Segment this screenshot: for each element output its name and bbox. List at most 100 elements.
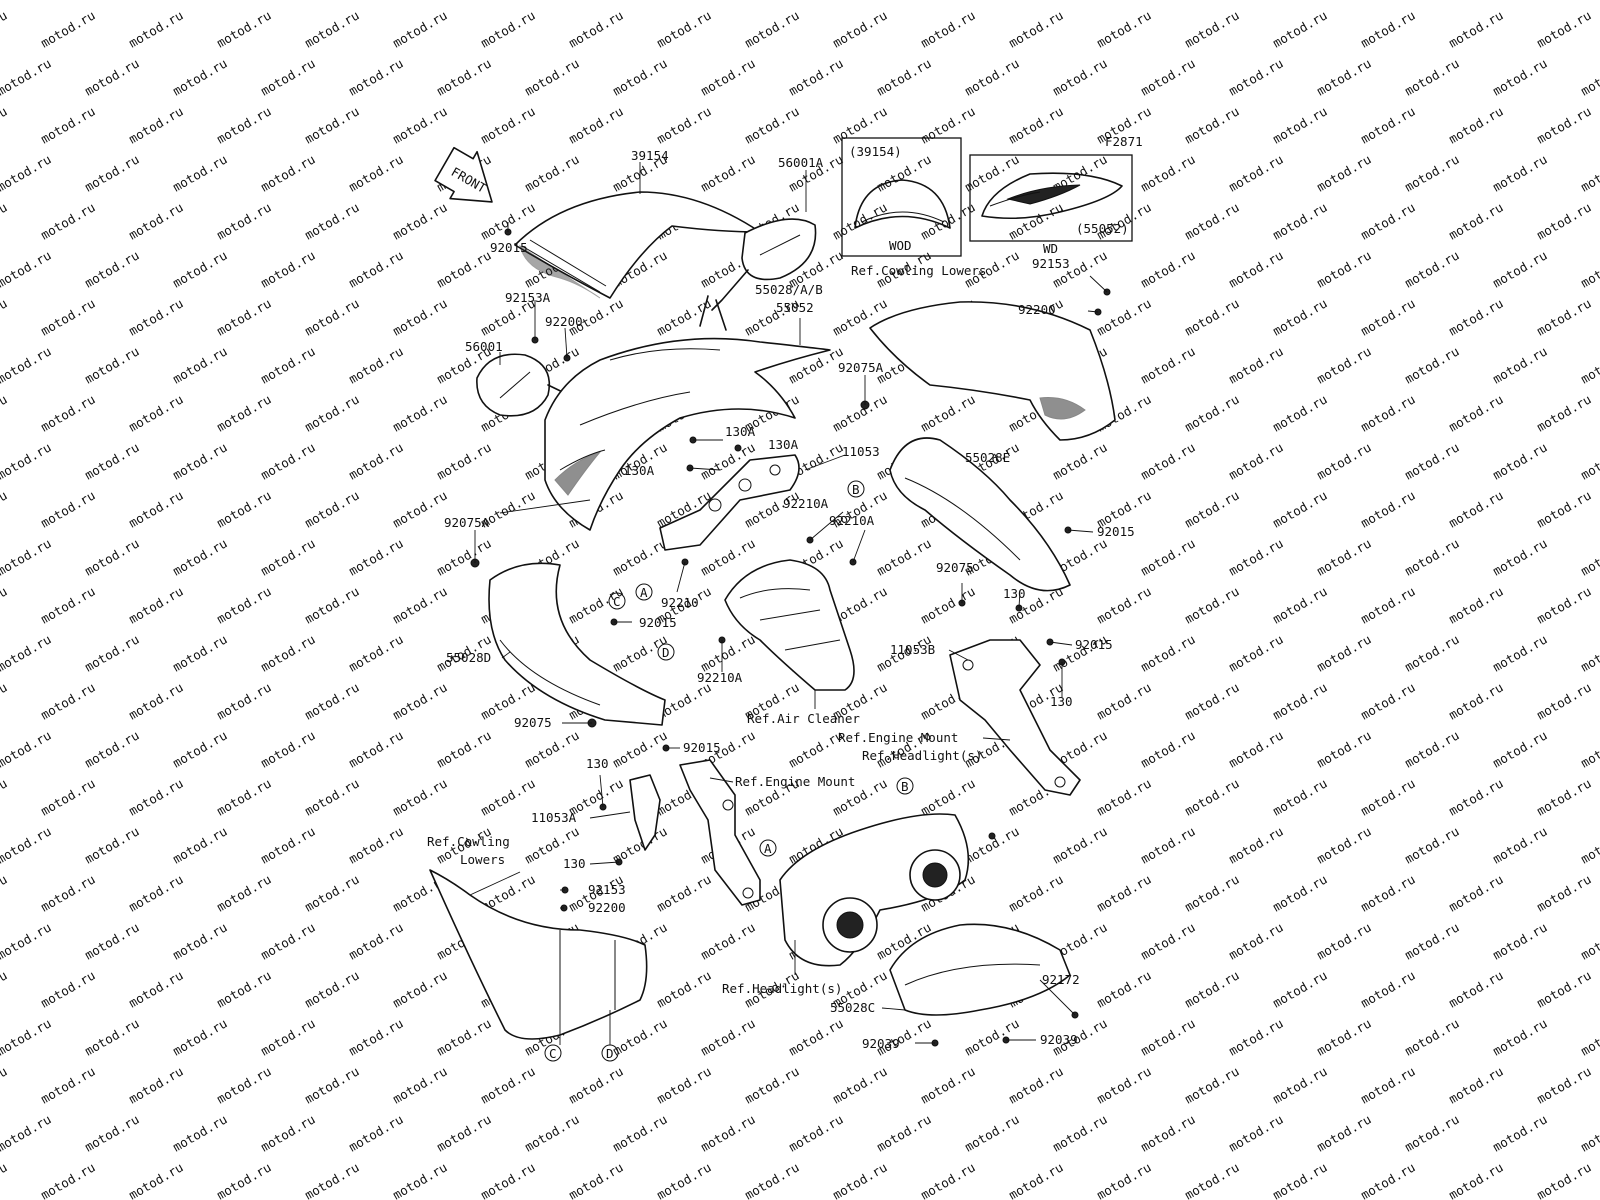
watermark-text: motod.ru [1270,103,1330,146]
watermark-text: motod.ru [522,0,582,3]
watermark-text: motod.ru [170,535,230,578]
watermark-text: motod.ru [214,199,274,242]
watermark-text: motod.ru [1534,775,1594,818]
watermark-text: motod.ru [1534,199,1594,242]
watermark-text: motod.ru [962,1111,1022,1154]
watermark-text: motod.ru [962,151,1022,194]
watermark-text: motod.ru [38,7,98,50]
watermark-text: motod.ru [1226,439,1286,482]
label-ref-engine-mount: Ref.Engine Mount [735,774,855,789]
watermark-text: motod.ru [1314,247,1374,290]
watermark-text: motod.ru [0,0,54,3]
watermark-text: motod.ru [434,727,494,770]
label-92075: 92075 [936,560,974,575]
watermark-text: motod.ru [258,535,318,578]
watermark-text: motod.ru [1578,727,1600,770]
watermark-text: motod.ru [0,967,10,1010]
watermark-text: motod.ru [0,199,10,242]
watermark-text: motod.ru [434,535,494,578]
watermark-text: motod.ru [346,0,406,3]
watermark-text: motod.ru [214,487,274,530]
watermark-text: motod.ru [1138,151,1198,194]
watermark-text: motod.ru [1490,535,1550,578]
watermark-text: motod.ru [390,679,450,722]
watermark-text: motod.ru [1446,871,1506,914]
label-55052: 55052 [776,300,814,315]
watermark-text: motod.ru [1534,679,1594,722]
watermark-text: motod.ru [610,1015,670,1058]
watermark-text: motod.ru [390,391,450,434]
watermark-text: motod.ru [610,727,670,770]
label-92200: 92200 [588,900,626,915]
watermark-text: motod.ru [1006,7,1066,50]
watermark-text: motod.ru [1050,55,1110,98]
watermark-text: motod.ru [610,535,670,578]
watermark-text: motod.ru [1314,919,1374,962]
watermark-text: motod.ru [1402,919,1462,962]
label-56001: 56001 [465,339,503,354]
watermark-text: motod.ru [1578,439,1600,482]
watermark-text: motod.ru [830,103,890,146]
label-55028d: 55028D [446,650,491,665]
watermark-text: motod.ru [170,0,230,3]
watermark-text: motod.ru [1578,151,1600,194]
watermark-text: motod.ru [0,919,54,962]
label-92200: 92200 [1018,302,1056,317]
watermark-text: motod.ru [0,439,54,482]
watermark-text: motod.ru [1138,1111,1198,1154]
watermark-text: motod.ru [1138,247,1198,290]
watermark-text: motod.ru [1578,0,1600,3]
watermark-text: motod.ru [126,199,186,242]
label-ref-air-cleaner: Ref.Air Cleaner [747,711,860,726]
watermark-text: motod.ru [1490,439,1550,482]
watermark-text: motod.ru [1358,871,1418,914]
watermark-text: motod.ru [698,631,758,674]
watermark-text: motod.ru [1270,679,1330,722]
watermark-text: motod.ru [82,727,142,770]
watermark-text: motod.ru [1490,247,1550,290]
watermark-text: motod.ru [126,967,186,1010]
watermark-text: motod.ru [1578,823,1600,866]
watermark-text: motod.ru [1270,775,1330,818]
watermark-text: motod.ru [1182,967,1242,1010]
watermark-text: motod.ru [38,775,98,818]
watermark-text: motod.ru [654,871,714,914]
svg-text:D: D [606,1046,614,1061]
stay-bracket [659,454,800,551]
watermark-text: motod.ru [1226,535,1286,578]
watermark-text: motod.ru [346,55,406,98]
watermark-text: motod.ru [742,1063,802,1106]
circle-references: A B C D B A C D [544,480,914,1062]
watermark-text: motod.ru [1490,1111,1550,1154]
svg-text:B: B [852,482,860,497]
watermark-text: motod.ru [1446,679,1506,722]
svg-text:C: C [549,1046,557,1061]
inset-upper-cowl-wd: (55052) WD [969,154,1133,256]
watermark-text: motod.ru [434,0,494,3]
watermark-text: motod.ru [258,727,318,770]
watermark-text: motod.ru [1578,919,1600,962]
watermark-text: motod.ru [962,823,1022,866]
watermark-text: motod.ru [610,55,670,98]
watermark-text: motod.ru [390,295,450,338]
watermark-text: motod.ru [214,871,274,914]
watermark-text: motod.ru [258,439,318,482]
watermark-text: motod.ru [390,199,450,242]
watermark-text: motod.ru [346,343,406,386]
watermark-text: motod.ru [346,1111,406,1154]
watermark-text: motod.ru [654,967,714,1010]
watermark-text: motod.ru [0,247,54,290]
watermark-text: motod.ru [1138,823,1198,866]
watermark-text: motod.ru [1314,727,1374,770]
watermark-text: motod.ru [82,0,142,3]
watermark-text: motod.ru [1578,1015,1600,1058]
watermark-text: motod.ru [1226,1015,1286,1058]
watermark-text: motod.ru [126,295,186,338]
watermark-text: motod.ru [962,1015,1022,1058]
watermark-text: motod.ru [1358,1159,1418,1200]
label-11053b: 11053B [890,642,935,657]
watermark-text: motod.ru [742,103,802,146]
watermark-text: motod.ru [302,7,362,50]
watermark-text: motod.ru [170,1111,230,1154]
label-56001a: 56001A [778,155,824,170]
